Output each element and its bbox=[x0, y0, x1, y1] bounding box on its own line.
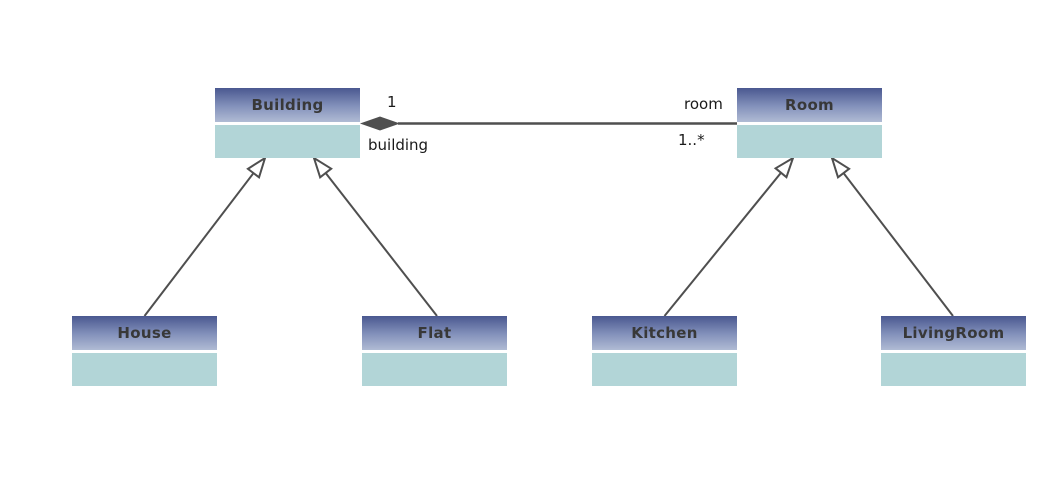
class-box-building[interactable]: Building bbox=[215, 88, 360, 158]
class-name-house: House bbox=[72, 316, 217, 350]
generalization-livingroom-room[interactable] bbox=[830, 155, 954, 317]
class-name-building: Building bbox=[215, 88, 360, 122]
multiplicity-room-end: 1..* bbox=[678, 131, 705, 149]
class-box-livingroom[interactable]: LivingRoom bbox=[881, 316, 1026, 386]
class-attributes-livingroom bbox=[881, 353, 1026, 386]
class-attributes-room bbox=[737, 125, 882, 158]
class-name-room: Room bbox=[737, 88, 882, 122]
class-attributes-kitchen bbox=[592, 353, 737, 386]
class-name-kitchen: Kitchen bbox=[592, 316, 737, 350]
class-name-flat: Flat bbox=[362, 316, 507, 350]
composition-diamond-icon bbox=[360, 116, 400, 131]
class-attributes-flat bbox=[362, 353, 507, 386]
role-building-end: building bbox=[368, 136, 429, 154]
role-room-end: room bbox=[684, 95, 723, 113]
class-attributes-building bbox=[215, 125, 360, 158]
generalization-house-building[interactable] bbox=[143, 155, 267, 317]
class-name-livingroom: LivingRoom bbox=[881, 316, 1026, 350]
generalization-kitchen-room[interactable] bbox=[663, 155, 795, 317]
generalization-flat-building[interactable] bbox=[312, 155, 438, 317]
class-box-flat[interactable]: Flat bbox=[362, 316, 507, 386]
class-box-house[interactable]: House bbox=[72, 316, 217, 386]
class-box-kitchen[interactable]: Kitchen bbox=[592, 316, 737, 386]
class-box-room[interactable]: Room bbox=[737, 88, 882, 158]
class-attributes-house bbox=[72, 353, 217, 386]
multiplicity-building-end: 1 bbox=[387, 93, 397, 111]
